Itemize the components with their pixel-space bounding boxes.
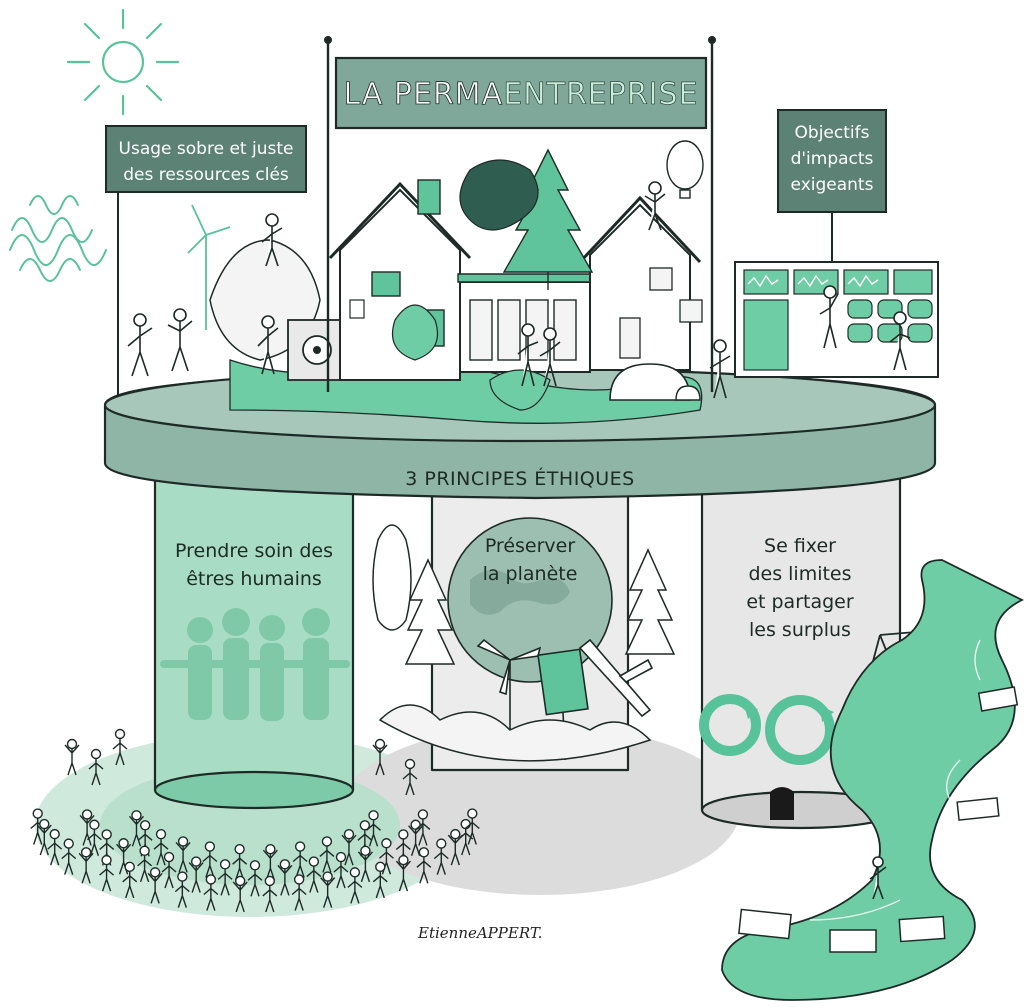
crowd-person — [333, 851, 349, 889]
sign-left: Usage sobre et juste des ressources clés — [105, 125, 307, 395]
crowd-person — [147, 867, 163, 904]
crowd-person — [99, 854, 115, 892]
crowd — [30, 728, 480, 913]
money-river — [721, 559, 1025, 1001]
forest — [372, 524, 676, 762]
pillar-center-line2: la planète — [483, 563, 578, 585]
sign-left-line1: Usage sobre et juste — [119, 139, 294, 159]
sign-right-line2: d'impacts — [791, 149, 874, 169]
wind-turbine-icon — [476, 638, 542, 760]
crowd-person — [372, 738, 388, 776]
crowd-person — [153, 828, 169, 866]
sign-right-line3: exigeants — [791, 175, 874, 195]
crowd-person — [433, 838, 449, 875]
crowd-person — [232, 843, 248, 881]
crowd-person — [320, 871, 336, 908]
crowd-person — [36, 818, 52, 856]
crowd-person — [262, 875, 278, 913]
crowd-person — [347, 867, 363, 904]
crowd-person — [112, 728, 128, 766]
people-silhouettes — [160, 608, 350, 721]
title-highlight: ENTREPRISE — [503, 77, 698, 112]
plane-icon — [578, 638, 654, 718]
crowd-person — [464, 808, 480, 845]
sign-left-line2: des ressources clés — [123, 165, 289, 185]
crowd-person — [64, 738, 80, 776]
pillar-right-line4: les surplus — [749, 619, 851, 641]
crowd-person — [262, 843, 278, 881]
crowd-person — [395, 854, 411, 892]
crowd-person — [277, 859, 293, 896]
crowd-person — [61, 838, 77, 875]
crowd-person — [79, 809, 95, 846]
crowd-person — [372, 861, 388, 899]
sign-right-line1: Objectifs — [795, 123, 870, 143]
pillar-left-line2: êtres humains — [186, 568, 322, 590]
title: LA PERMAENTREPRISE — [343, 77, 698, 112]
crowd-person — [122, 861, 138, 899]
crowd-person — [217, 859, 233, 896]
pillar-right-line1: Se fixer — [764, 535, 836, 557]
money-stacks — [738, 686, 1019, 953]
crowd-person — [86, 819, 102, 856]
sign-right: Objectifs d'impacts exigeants — [777, 109, 887, 262]
house-icon — [578, 195, 703, 371]
crowd-person — [174, 871, 190, 908]
crowd-person — [291, 874, 307, 911]
crowd-person — [137, 820, 153, 857]
dashboard-wall — [734, 261, 939, 378]
crowd-person — [188, 856, 204, 893]
crowd-person — [137, 845, 153, 883]
pillar-right-line2: des limites — [748, 563, 851, 585]
crowd-person — [99, 829, 115, 866]
crowd-person — [416, 847, 432, 884]
wind-lines — [9, 195, 107, 282]
crowd-person — [306, 856, 322, 893]
crowd-person — [319, 836, 335, 873]
pillar-center: Préserver la planète — [430, 468, 654, 772]
crowd-person — [247, 860, 263, 897]
pillar-center-line1: Préserver — [485, 535, 576, 557]
crowd-person — [357, 845, 373, 883]
signature: EtienneAPPERT. — [417, 924, 542, 942]
pillar-left: Prendre soin des êtres humains — [153, 468, 355, 810]
sun-icon — [66, 8, 180, 116]
pillar-right-line3: et partager — [746, 591, 854, 613]
crowd-person — [341, 828, 357, 866]
crowd-person — [232, 875, 248, 913]
crowd-person — [366, 810, 381, 847]
rooftop-scene — [127, 140, 939, 424]
crowd-person — [78, 847, 94, 884]
title-prefix: LA PERMA — [343, 77, 503, 112]
crowd-person — [415, 809, 431, 846]
pillar-left-line1: Prendre soin des — [175, 540, 333, 562]
crowd-person — [402, 758, 418, 796]
crowd-person — [30, 808, 46, 845]
crowd-person — [88, 748, 104, 786]
crowd-person — [47, 828, 63, 866]
title-banner: LA PERMAENTREPRISE — [324, 36, 716, 392]
balloon-icon — [666, 140, 704, 199]
crowd-person — [203, 874, 219, 911]
band-label: 3 PRINCIPES ÉTHIQUES — [405, 467, 634, 490]
crowd-person — [378, 838, 394, 875]
crowd-person — [292, 841, 308, 878]
crowd-person — [175, 836, 191, 873]
crowd-person — [161, 851, 177, 889]
crowd-person — [202, 841, 218, 878]
crowd-person — [447, 828, 463, 866]
tunnel-opening — [770, 787, 794, 820]
